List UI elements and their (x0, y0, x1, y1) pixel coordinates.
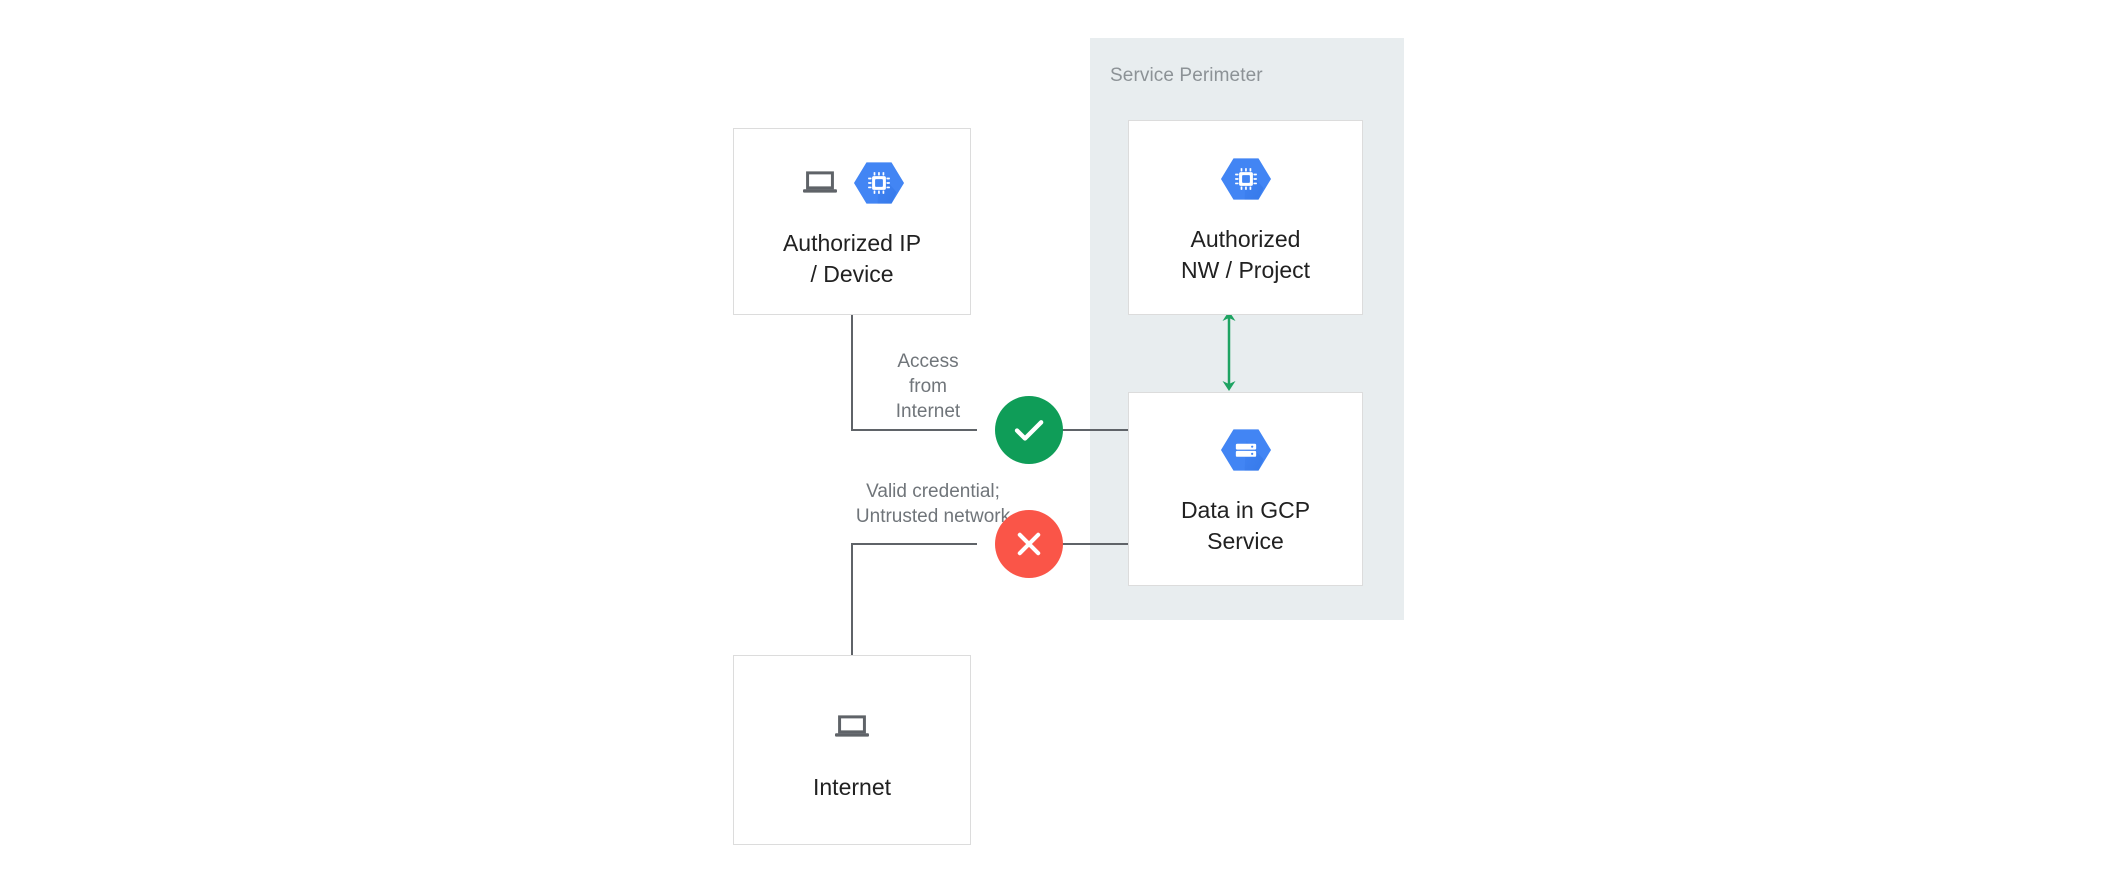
node-icon-group (1220, 150, 1272, 208)
service-perimeter-label: Service Perimeter (1110, 65, 1263, 86)
laptop-icon (835, 715, 869, 737)
node-internet[interactable]: Internet (733, 655, 971, 845)
double-arrow-icon (1222, 311, 1236, 391)
connector-label-access-from-internet: Access from Internet (895, 351, 961, 422)
node-authorized-nw-project[interactable]: Authorized NW / Project (1128, 120, 1363, 315)
compute-engine-hexagon-icon (853, 162, 905, 204)
check-icon (1014, 420, 1044, 441)
node-label: Data in GCP Service (1180, 497, 1311, 554)
node-authorized-ip-device[interactable]: Authorized IP / Device (733, 128, 971, 315)
status-badge-allow[interactable] (995, 396, 1063, 464)
node-icon-group (799, 154, 905, 212)
cloud-storage-hexagon-icon (1220, 429, 1271, 472)
connector-allow-to-data (1047, 429, 1129, 431)
connector-internet-horizontal (851, 543, 977, 545)
laptop-icon (803, 171, 837, 193)
compute-engine-hexagon-icon (1220, 158, 1271, 200)
node-label: Internet (813, 773, 891, 800)
node-icon-group (1220, 421, 1272, 479)
status-badge-deny[interactable] (995, 510, 1063, 578)
connector-authorized-device-horizontal (851, 429, 977, 431)
node-label: Authorized NW / Project (1180, 225, 1311, 283)
close-icon (1017, 532, 1041, 556)
connector-internet-vertical (851, 543, 853, 656)
node-data-in-gcp-service[interactable]: Data in GCP Service (1128, 392, 1363, 586)
connector-label-valid-credential: Valid credential; Untrusted network (855, 481, 1011, 527)
node-icon-group (831, 698, 873, 756)
connector-deny-to-data (1047, 543, 1129, 545)
connector-authorized-device-vertical (851, 315, 853, 430)
node-label: Authorized IP / Device (782, 229, 922, 287)
